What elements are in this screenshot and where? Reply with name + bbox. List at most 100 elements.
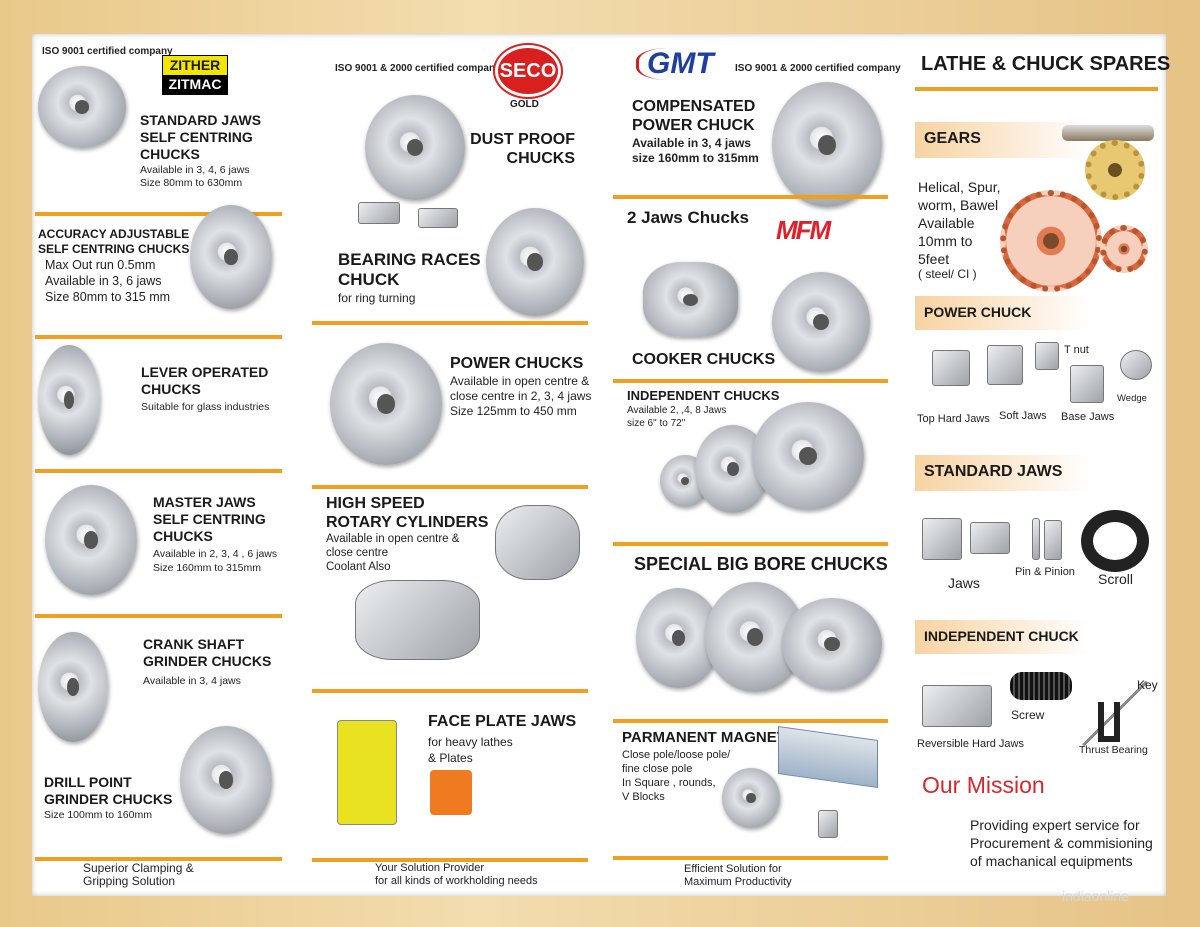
- spec-line: 5feet: [918, 251, 950, 267]
- soft-jaw-image: [987, 345, 1023, 385]
- spec-line: size 160mm to 315mm: [632, 151, 759, 165]
- spec-line: close centre in 2, 3, 4 jaws: [450, 389, 592, 403]
- pinion-image: [1044, 520, 1062, 560]
- title-line: SELF CENTRING CHUCKS: [38, 242, 190, 256]
- title-line: CHUCKS: [153, 527, 213, 544]
- cooker-title: COOKER CHUCKS: [632, 351, 776, 368]
- spec-line: Available in 3, 4, 6 jaws: [140, 164, 250, 176]
- dust-proof-title: DUST PROOF CHUCKS: [470, 130, 575, 168]
- iso-label: ISO 9001 certified company: [42, 46, 173, 57]
- independent-chuck-image: [752, 402, 864, 510]
- title-line: STANDARD JAWS: [140, 112, 262, 128]
- title-line: DRILL POINT: [44, 774, 132, 790]
- mission-line: of machanical equipments: [970, 853, 1133, 869]
- divider: [613, 719, 888, 723]
- screw-image: [1010, 672, 1072, 700]
- part-label: Thrust Bearing: [1079, 744, 1148, 756]
- spec-line: Available in 3, 6 jaws: [45, 274, 162, 288]
- title-line: CHUCK: [338, 270, 400, 290]
- jaw-block-image: [358, 202, 400, 224]
- part-label: Soft Jaws: [999, 410, 1047, 422]
- master-chuck-image: [45, 485, 137, 595]
- two-jaws-title: 2 Jaws Chucks: [627, 208, 749, 227]
- title-line: CHUCKS: [141, 380, 201, 397]
- spec-line: In Square , rounds,: [622, 777, 716, 789]
- title-line: DUST PROOF: [470, 131, 575, 148]
- crank-spec: Available in 3, 4 jaws: [143, 675, 241, 687]
- lever-spec: Suitable for glass industries: [141, 401, 270, 413]
- jaw-image: [970, 522, 1010, 554]
- spec-line: 10mm to: [918, 233, 973, 249]
- spec-line: Available in 2, 3, 4 , 6 jaws: [153, 548, 278, 560]
- spec-line: Available in 3, 4 jaws: [632, 136, 751, 150]
- v-block-image: [818, 810, 838, 838]
- bearing-spec: for ring turning: [338, 291, 416, 305]
- face-plate-jaw-image: [430, 770, 472, 815]
- spec-line: for heavy lathes: [428, 735, 513, 749]
- part-label: Top Hard Jaws: [917, 413, 990, 425]
- pin-image: [1032, 518, 1040, 560]
- rotary-cylinder-image: [495, 505, 580, 580]
- watermark: indiaonline: [1062, 888, 1129, 904]
- logo-line: ZITMAC: [163, 75, 227, 94]
- lever-chuck-image: [38, 345, 100, 455]
- tagline-line: Maximum Productivity: [684, 876, 792, 888]
- part-label: Wedge: [1117, 393, 1147, 404]
- spares-title: LATHE & CHUCK SPARES: [921, 53, 1171, 75]
- spec-line: Available in open centre &: [326, 533, 460, 545]
- t-nut-image: [1035, 342, 1059, 370]
- mission-title: Our Mission: [922, 772, 1045, 798]
- spec-line: Coolant Also: [326, 561, 391, 573]
- divider: [312, 321, 588, 325]
- part-label: Screw: [1011, 708, 1045, 722]
- title-line: LEVER OPERATED: [141, 364, 269, 380]
- power-chuck-heading: POWER CHUCK: [915, 296, 1090, 330]
- title-line: ROTARY CYLINDERS: [326, 514, 489, 532]
- divider: [613, 856, 888, 860]
- seco-logo: SECO: [495, 45, 561, 97]
- title-line: CHUCKS: [506, 150, 575, 168]
- divider: [35, 614, 282, 618]
- title-line: BEARING RACES: [338, 250, 481, 269]
- big-bore-chuck-image: [782, 598, 882, 690]
- bronze-gear-image: [1085, 140, 1145, 200]
- accuracy-chuck-image: [190, 205, 272, 309]
- compensated-chuck-image: [772, 82, 882, 207]
- divider: [312, 485, 588, 489]
- independent-chuck-heading: INDEPENDENT CHUCK: [915, 620, 1090, 654]
- spec-line: Size 80mm to 315 mm: [45, 290, 171, 304]
- title-line: COMPENSATED: [632, 98, 756, 115]
- spec-line: Available in open centre &: [450, 374, 590, 388]
- title-line: GRINDER CHUCKS: [44, 790, 173, 807]
- part-label: T nut: [1064, 344, 1089, 356]
- part-label: Reversible Hard Jaws: [917, 738, 1024, 750]
- divider: [35, 335, 282, 339]
- iso-label: ISO 9001 & 2000 certified company: [335, 63, 501, 74]
- base-jaw-image: [1070, 365, 1104, 403]
- divider: [613, 379, 888, 383]
- spec-line: Available: [918, 215, 975, 231]
- bearing-chuck-image: [486, 208, 584, 316]
- independent-title: INDEPENDENT CHUCKS: [627, 388, 780, 403]
- gears-heading: GEARS: [915, 122, 1090, 158]
- face-plate-jaw-image: [337, 720, 397, 825]
- spec-line: size 6" to 72": [627, 418, 686, 429]
- title-line: HIGH SPEED: [326, 495, 425, 512]
- mission-line: Procurement & commisioning: [970, 835, 1153, 851]
- rotary-cylinder-image: [355, 580, 480, 660]
- mfm-logo: MFM: [776, 215, 831, 245]
- tagline-line: Superior Clamping &: [83, 861, 194, 875]
- spec-line: Size 125mm to 450 mm: [450, 404, 577, 418]
